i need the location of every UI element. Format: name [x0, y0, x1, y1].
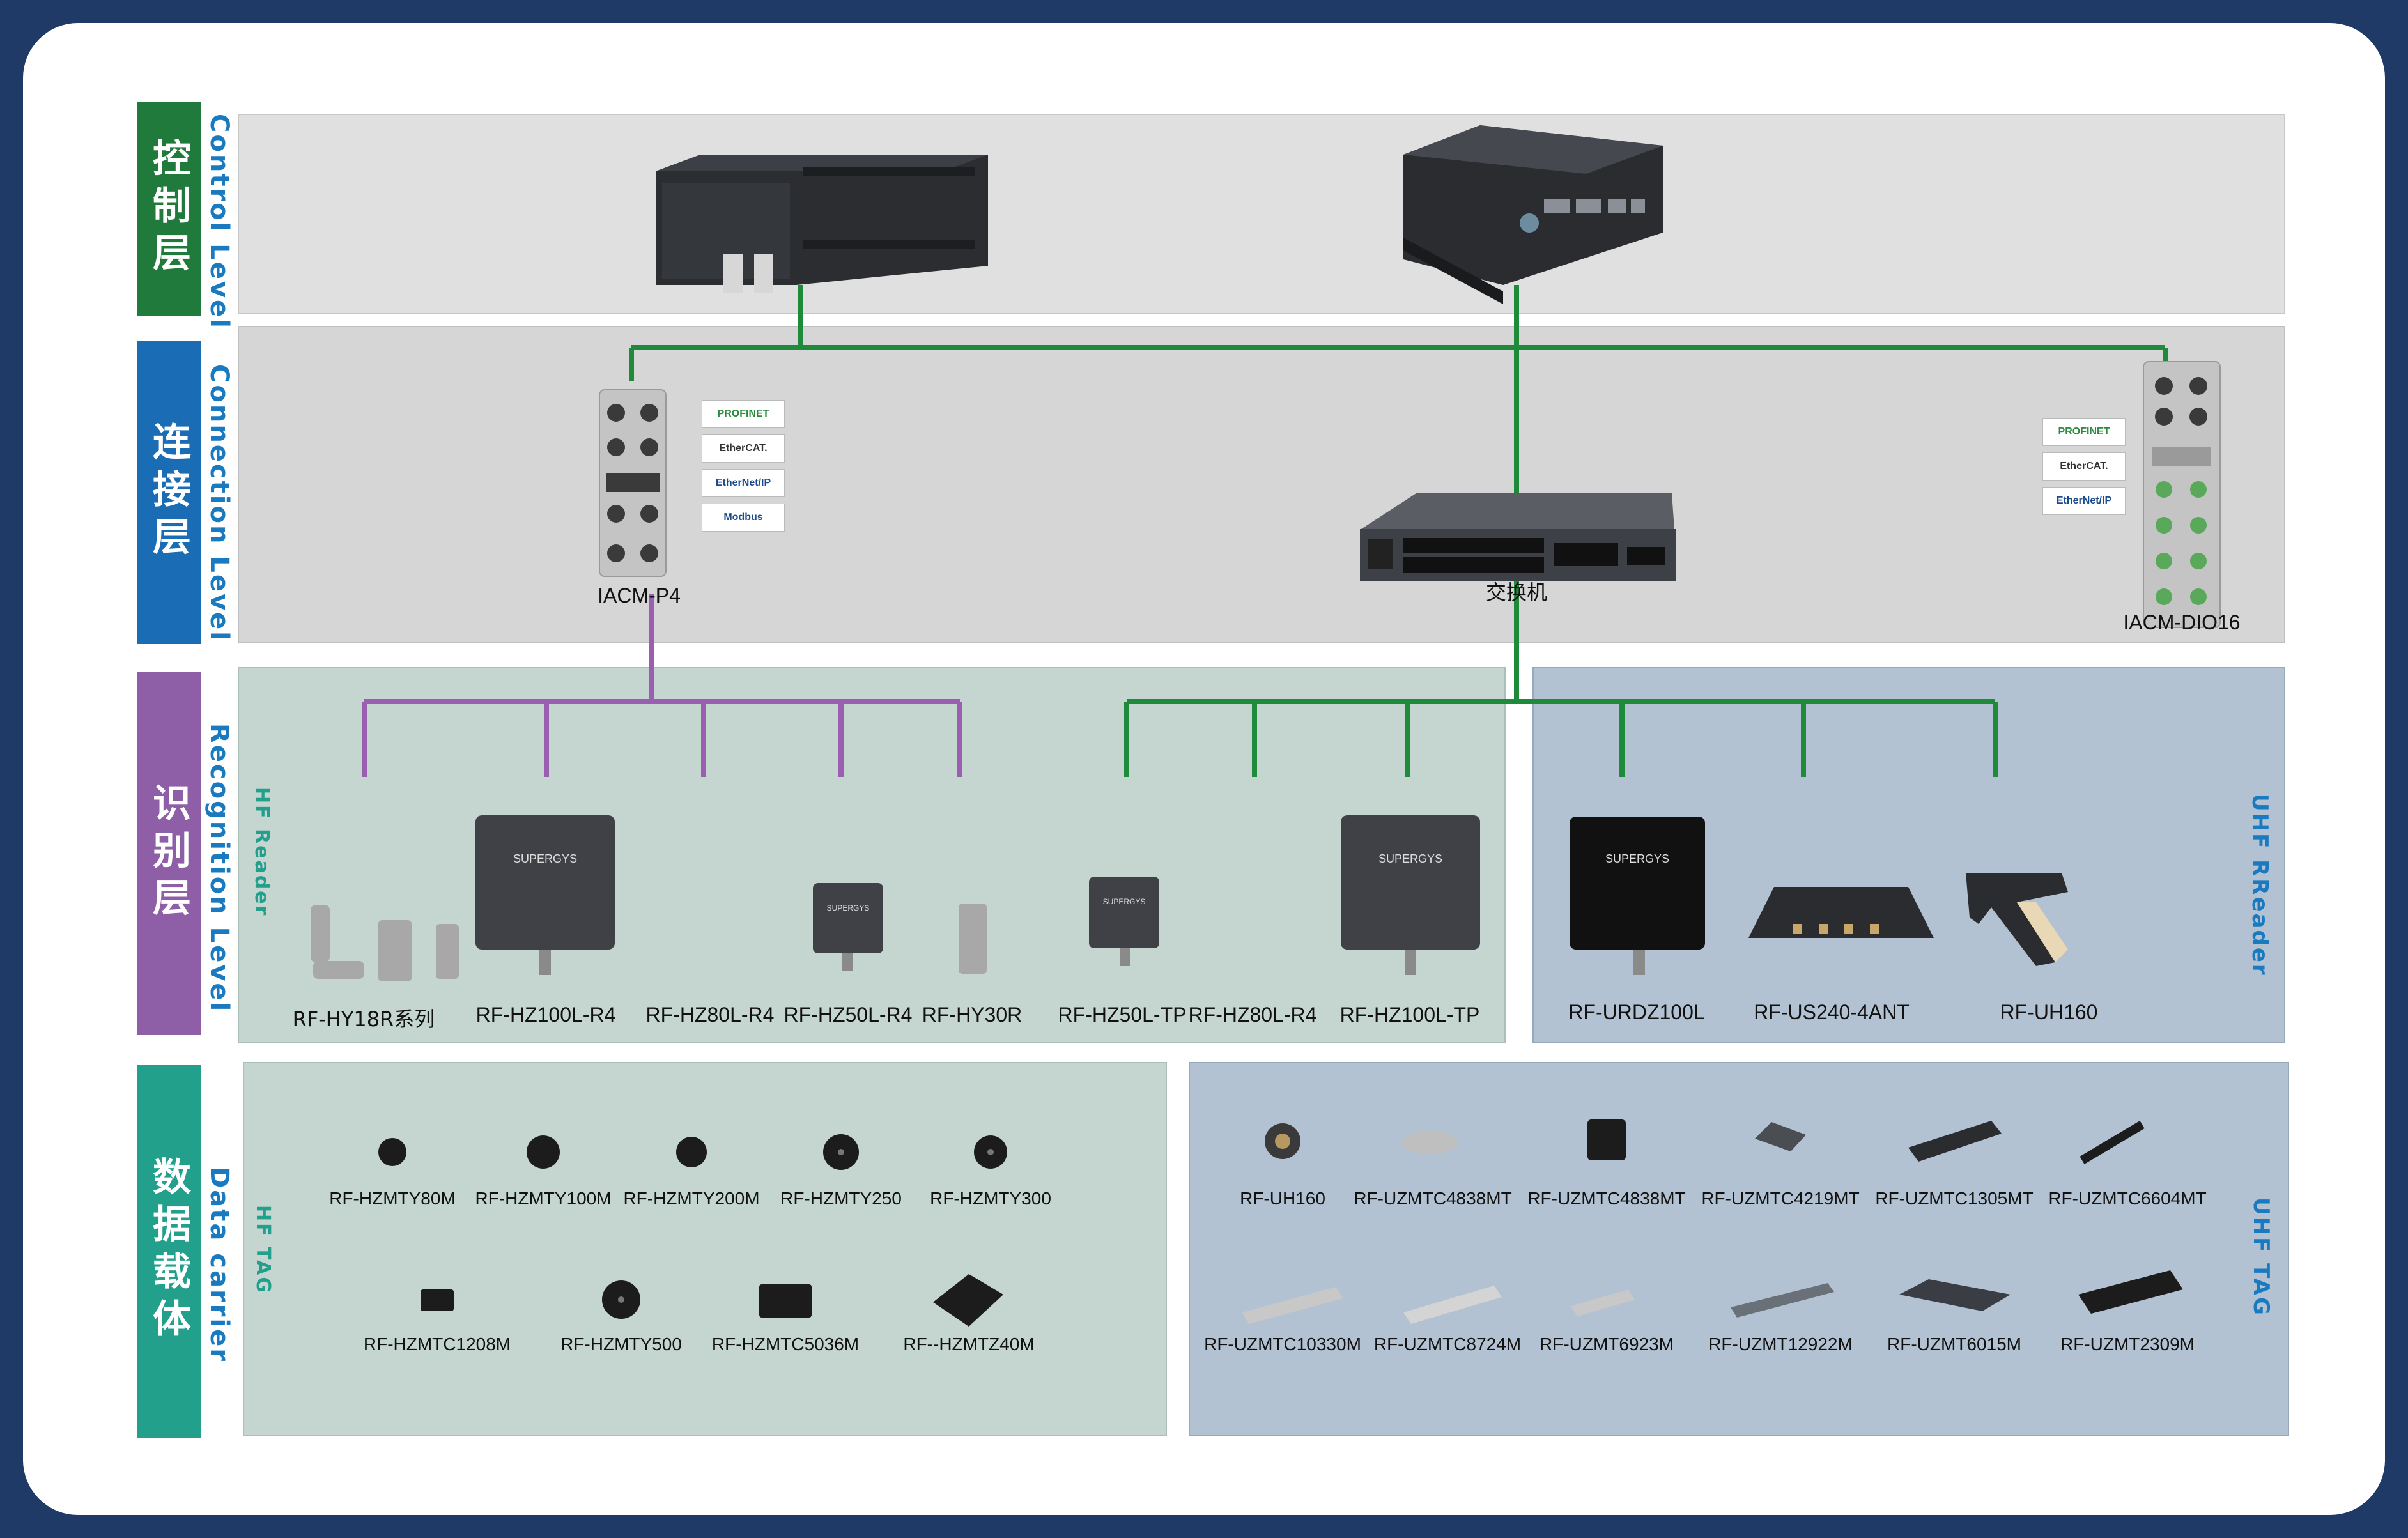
- network-switch: [1360, 493, 1676, 581]
- hf-reader-label: RF-HZ50L-TP: [1058, 1003, 1187, 1026]
- network-links-green: [629, 285, 2168, 777]
- diagram-canvas: 控制层 连接层 识别层 数据载体 Control Level Connectio…: [23, 23, 2385, 1515]
- label-uhf-tag: UHF TAG: [2248, 1197, 2274, 1317]
- hf-reader-label: RF-HY18R系列: [292, 1007, 435, 1031]
- label-hf-reader: HF Reader: [251, 787, 273, 918]
- brand-hz100l-r4: SUPERGYS: [513, 852, 578, 865]
- badge-ethercat-p4: EtherCAT.: [702, 434, 785, 463]
- hf-tag-label: RF-HZMTC1208M: [363, 1334, 511, 1354]
- hf-tag-label: RF--HZMTZ40M: [903, 1334, 1035, 1354]
- badge-ethercat-dio16: EtherCAT.: [2042, 452, 2126, 481]
- label-iacm-dio16: IACM-DIO16: [2123, 611, 2241, 634]
- brand-hz50l-tp: SUPERGYS: [1102, 897, 1146, 906]
- network-links-purple: [362, 594, 962, 777]
- connection-panel: [238, 326, 2285, 643]
- label-recognition-level: Recognition Level: [205, 723, 234, 1013]
- uhf-tag-label: RF-UZMTC6604MT: [2048, 1188, 2207, 1208]
- uhf-reader-label: RF-US240-4ANT: [1754, 1001, 1910, 1024]
- diagram-graphics: [311, 125, 2221, 1327]
- uhf-tag-label: RF-UZMTC4838MT: [1527, 1188, 1686, 1208]
- hf-reader-label: RF-HZ100L-TP: [1339, 1003, 1480, 1026]
- uhf-tag-label: RF-UH160: [1240, 1188, 1325, 1208]
- uhf-tag-panel: [1189, 1062, 2289, 1436]
- badge-ethernetip-p4: EtherNet/IP: [702, 469, 785, 497]
- uhf-tag-label: RF-UZMT6923M: [1539, 1334, 1674, 1354]
- uhf-reader-label: RF-UH160: [2000, 1001, 2098, 1024]
- label-hf-tag: HF TAG: [252, 1205, 274, 1295]
- hf-tag-devices: [378, 1134, 1007, 1327]
- hf-tag-label: RF-HZMTY200M: [623, 1188, 760, 1208]
- industrial-pc: [1403, 125, 1663, 304]
- brand-hz50l-r4: SUPERGYS: [826, 904, 870, 912]
- label-switch: 交换机: [1485, 580, 1548, 604]
- brand-urdz100l: SUPERGYS: [1605, 852, 1670, 865]
- uhf-tag-label: RF-UZMTC4219MT: [1701, 1188, 1860, 1208]
- label-connection-level: Connection Level: [205, 364, 234, 642]
- hf-reader-label: RF-HZ80L-R4: [1188, 1003, 1317, 1026]
- uhf-tag-label: RF-UZMT12922M: [1708, 1334, 1853, 1354]
- sidebar-connection: 连接层: [137, 341, 201, 644]
- sidebar-control: 控制层: [137, 102, 201, 316]
- uhf-tag-label: RF-UZMT2309M: [2060, 1334, 2195, 1354]
- uhf-tag-devices: [1242, 1119, 2183, 1324]
- hf-tag-panel: [243, 1062, 1167, 1436]
- uhf-tag-label: RF-UZMTC10330M: [1204, 1334, 1361, 1354]
- hf-reader-label: RF-HY30R: [922, 1003, 1023, 1026]
- label-iacm-p4: IACM-P4: [598, 584, 681, 607]
- hf-tag-label: RF-HZMTC5036M: [711, 1334, 860, 1354]
- plc-device: [656, 155, 988, 293]
- hf-reader-label: RF-HZ50L-R4: [783, 1003, 913, 1026]
- sidebar-recognition: 识别层: [137, 672, 201, 1035]
- uhf-tag-label: RF-UZMTC4838MT: [1354, 1188, 1512, 1208]
- label-uhf-reader: UHF RReader: [2247, 794, 2273, 977]
- control-panel: [238, 114, 2285, 314]
- badge-modbus-p4: Modbus: [702, 504, 785, 532]
- uhf-tag-label: RF-UZMT6015M: [1887, 1334, 2022, 1354]
- hf-tag-label: RF-HZMTY100M: [475, 1188, 612, 1208]
- hf-tag-label: RF-HZMTY250: [780, 1188, 902, 1208]
- label-data-carrier: Data carrier: [205, 1167, 234, 1363]
- sidebar-data: 数据载体: [137, 1065, 201, 1438]
- hf-tag-label: RF-HZMTY80M: [329, 1188, 456, 1208]
- badge-profinet-dio16: PROFINET: [2042, 418, 2126, 446]
- hf-tag-label: RF-HZMTY300: [930, 1188, 1051, 1208]
- hf-tag-label: RF-HZMTY500: [560, 1334, 682, 1354]
- hf-reader-panel: [238, 667, 1506, 1043]
- uhf-tag-label: RF-UZMTC1305MT: [1875, 1188, 2034, 1208]
- uhf-tag-label: RF-UZMTC8724M: [1373, 1334, 1522, 1354]
- label-control-level: Control Level: [205, 114, 234, 330]
- uhf-reader-devices: [1570, 817, 2068, 975]
- hf-reader-devices: [311, 815, 1480, 981]
- iacm-p4-device: [599, 389, 667, 577]
- iacm-dio16-device: [2143, 361, 2221, 628]
- badge-ethernetip-dio16: EtherNet/IP: [2042, 487, 2126, 515]
- brand-hz100l-tp: SUPERGYS: [1378, 852, 1443, 865]
- uhf-reader-label: RF-URDZ100L: [1568, 1001, 1705, 1024]
- hf-reader-label: RF-HZ80L-R4: [645, 1003, 775, 1026]
- hf-reader-label: RF-HZ100L-R4: [475, 1003, 616, 1026]
- badge-profinet-p4: PROFINET: [702, 400, 785, 428]
